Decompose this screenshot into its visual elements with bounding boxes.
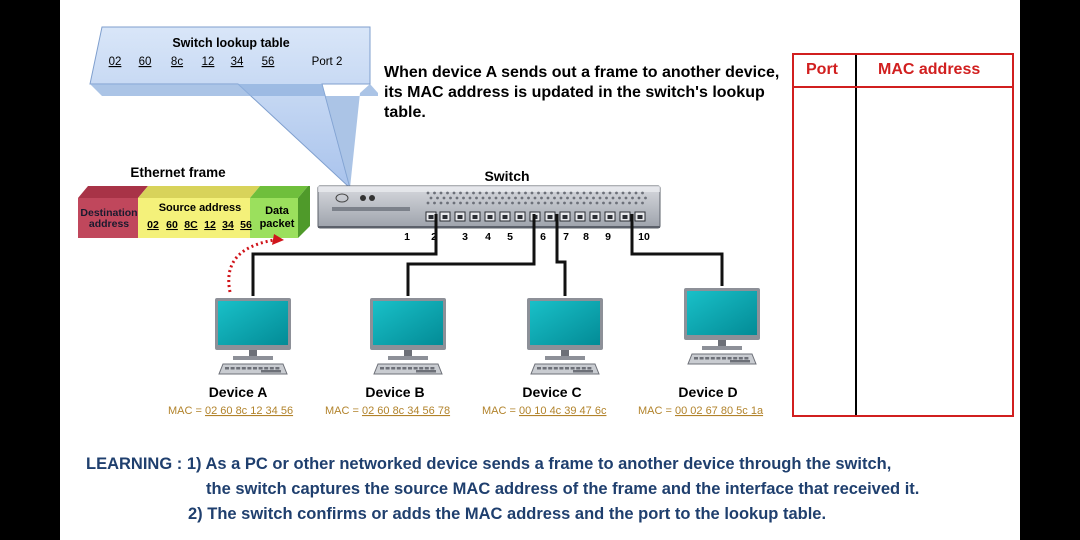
caption-text: When device A sends out a frame to anoth… [384,64,780,121]
device-c-name: Device C [522,384,581,400]
cable-device-b [406,214,536,296]
lookup-callout: Switch lookup table 02 60 8c 12 34 56 Po… [89,26,378,190]
port-number-9: 9 [605,231,611,243]
switch-ports [425,211,646,222]
switch: Switch 1 2 3 4 5 6 7 8 9 [317,168,661,243]
frame-source-label: Source address [159,202,242,214]
device-c-mac: MAC = 00 10 4c 39 47 6c [482,405,607,417]
learning-line-2: the switch captures the source MAC addre… [206,480,920,498]
port-number-3: 3 [462,231,468,243]
callout-port: Port 2 [312,56,343,68]
table-header-port: Port [806,61,838,78]
callout-mac-byte: 12 [202,56,215,68]
frame-source-field [138,198,250,238]
switch-label: Switch [484,168,529,184]
device-d-name: Device D [678,384,737,400]
device-b-name: Device B [365,384,424,400]
frame-sent-arrow [227,234,284,293]
port-number-labels: 1 2 3 4 5 6 7 8 9 10 [404,231,650,243]
frame-label: Ethernet frame [130,165,226,180]
computer-icon [370,298,446,375]
device-d-mac: MAC = 00 02 67 80 5c 1a [638,405,764,417]
computer-icon [215,298,291,375]
cable-device-d [630,214,724,286]
frame-data-label: Data [265,205,290,217]
computer-icon [684,288,760,365]
cable-device-c [555,214,567,296]
frame-source-byte: 34 [222,219,234,231]
port-number-10: 10 [638,231,650,243]
frame-destination-field [78,198,138,238]
frame-destination-label-2: address [89,218,129,230]
callout-mac-byte: 34 [231,56,244,68]
callout-mac-byte: 60 [139,56,152,68]
cable-device-a [251,214,438,296]
learning-line-1: LEARNING : 1) As a PC or other networked… [86,455,892,473]
lookup-table: Port MAC address [792,53,1014,417]
device-a-name: Device A [209,384,268,400]
port-number-1: 1 [404,231,410,243]
frame-destination-label: Destination [80,207,137,219]
port-number-7: 7 [563,231,569,243]
ethernet-frame: Ethernet frame Destination address Sourc… [78,165,310,238]
port-number-2: 2 [431,231,437,243]
frame-data-label-2: packet [260,218,295,230]
diagram: Switch lookup table 02 60 8c 12 34 56 Po… [78,26,764,417]
device-labels: Device A Device B Device C Device D MAC … [168,384,764,417]
table-header-divider [794,86,1012,88]
switch-power-led [335,193,349,203]
devices [215,288,760,375]
table-column-divider [855,55,857,415]
frame-source-byte: 02 [147,219,159,231]
slide: Switch lookup table 02 60 8c 12 34 56 Po… [60,0,1020,540]
callout-title: Switch lookup table [172,36,289,50]
frame-source-byte: 8C [184,219,198,231]
learning-line-3: 2) The switch confirms or adds the MAC a… [188,505,827,523]
network-cables [251,214,724,296]
port-number-5: 5 [507,231,513,243]
learning-note: LEARNING : 1) As a PC or other networked… [86,452,1016,527]
frame-source-byte: 56 [240,219,252,231]
computer-icon [527,298,603,375]
frame-data-field [250,198,298,238]
callout-mac-byte: 02 [109,56,122,68]
callout-mac-byte: 8c [171,56,183,68]
device-b-mac: MAC = 02 60 8c 34 56 78 [325,405,450,417]
frame-source-byte: 60 [166,219,178,231]
table-header-mac: MAC address [878,61,981,78]
port-number-8: 8 [583,231,589,243]
switch-vents [426,191,647,205]
frame-source-byte: 12 [204,219,216,231]
callout-mac-byte: 56 [262,56,275,68]
device-a-mac: MAC = 02 60 8c 12 34 56 [168,405,293,417]
port-number-4: 4 [485,231,491,243]
port-number-6: 6 [540,231,546,243]
